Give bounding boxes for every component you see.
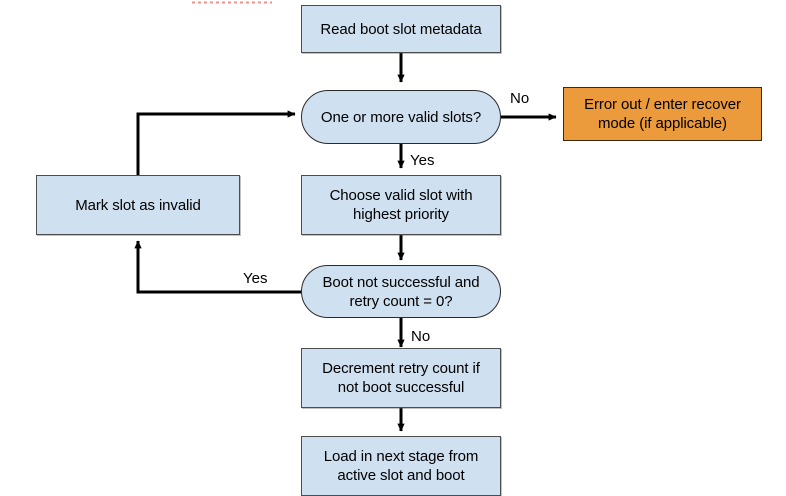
node-mark-slot-as-invalid[interactable]: Mark slot as invalid	[36, 175, 240, 235]
node-boot-not-successful-retry-count[interactable]: Boot not successful and retry count = 0?	[301, 265, 501, 318]
node-label: Load in next stage from active slot and …	[323, 448, 479, 484]
node-label: One or more valid slots?	[320, 108, 482, 126]
node-label: Boot not successful and retry count = 0?	[322, 273, 480, 310]
node-read-boot-slot-metadata[interactable]: Read boot slot metadata	[301, 5, 501, 53]
node-label: Mark slot as invalid	[75, 196, 201, 214]
node-label: Read boot slot metadata	[320, 20, 482, 38]
edge-label-boot-check-yes: Yes	[243, 270, 268, 287]
node-load-next-stage[interactable]: Load in next stage from active slot and …	[301, 436, 501, 496]
node-decrement-retry-count[interactable]: Decrement retry count if not boot succes…	[301, 348, 501, 408]
edge-label-boot-check-no: No	[411, 328, 431, 345]
edge-label-valid-slots-yes: Yes	[410, 152, 435, 169]
node-one-or-more-valid-slots[interactable]: One or more valid slots?	[301, 90, 501, 144]
node-error-out-enter-recover-mode[interactable]: Error out / enter recover mode (if appli…	[563, 87, 762, 141]
edge-label-valid-slots-no: No	[510, 90, 530, 107]
node-label: Error out / enter recover mode (if appli…	[584, 96, 741, 132]
node-label: Choose valid slot with highest priority	[329, 187, 473, 223]
node-label: Decrement retry count if not boot succes…	[322, 360, 480, 396]
node-choose-valid-slot[interactable]: Choose valid slot with highest priority	[301, 175, 501, 235]
